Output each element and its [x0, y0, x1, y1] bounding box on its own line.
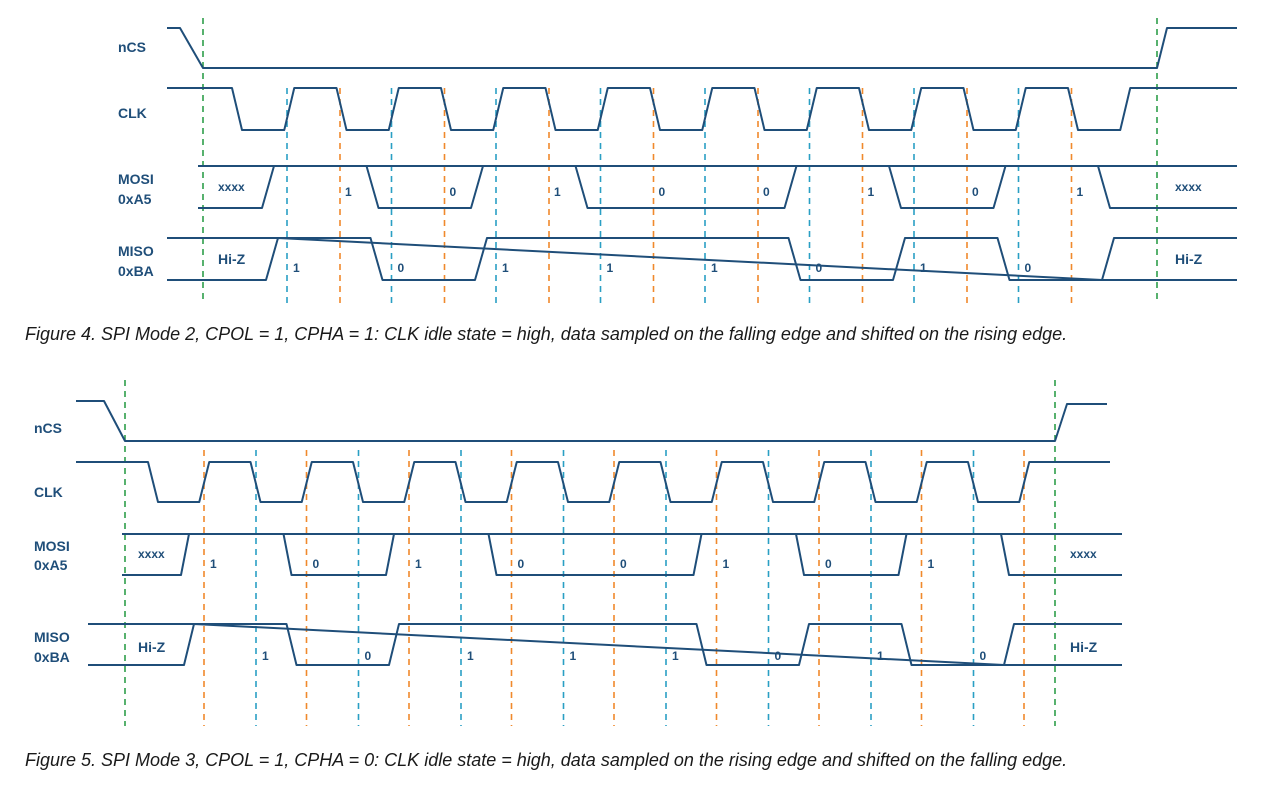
figure4-miso-lower-waveform — [167, 237, 1237, 281]
figure4-miso-bit-4: 1 — [711, 261, 718, 275]
figure4-ncs-label: nCS — [118, 39, 146, 55]
figure4-clk-label: CLK — [118, 105, 147, 121]
figure5-caption: Figure 5. SPI Mode 3, CPOL = 1, CPHA = 0… — [25, 750, 1068, 770]
figure4-mosi-bit-2: 1 — [554, 185, 561, 199]
figure4-miso-label: MISO — [118, 243, 154, 259]
figure5-clk-label: CLK — [34, 484, 63, 500]
figure5-miso-bit-4: 1 — [672, 649, 679, 663]
figure4-miso-bit-3: 1 — [607, 261, 614, 275]
figure5-miso-bit-labels: 1 0 1 1 1 0 1 0 — [262, 649, 987, 663]
figure4-miso-bit-7: 0 — [1025, 261, 1032, 275]
figure5-mosi-bit-0: 1 — [210, 557, 217, 571]
figure4-mosi-bit-labels: 1 0 1 0 0 1 0 1 — [345, 185, 1084, 199]
figure4-miso-bit-5: 0 — [816, 261, 823, 275]
figure4-miso-bit-1: 0 — [398, 261, 405, 275]
figure5-miso-bit-6: 1 — [877, 649, 884, 663]
figure4-mosi-value: 0xA5 — [118, 191, 152, 207]
figure5-mosi-bit-3: 0 — [518, 557, 525, 571]
figure4-markers — [202, 18, 1158, 304]
figure5-ncs-label: nCS — [34, 420, 62, 436]
figure5-mosi-end: xxxx — [1070, 547, 1097, 561]
figure5-miso-idle: Hi-Z — [138, 639, 166, 655]
figure5-miso-bit-1: 0 — [365, 649, 372, 663]
figure5-mosi-bit-5: 1 — [723, 557, 730, 571]
figure5-miso-value: 0xBA — [34, 649, 70, 665]
figure5-miso-upper-waveform — [88, 623, 1122, 666]
figure4-miso-bit-labels: 1 0 1 1 1 0 1 0 — [293, 261, 1032, 275]
figure4-mosi-label: MOSI — [118, 171, 154, 187]
figure4-mosi-bit-5: 1 — [868, 185, 875, 199]
figure5-miso-bit-5: 0 — [775, 649, 782, 663]
figure5-clk-waveform — [76, 461, 1110, 503]
figure4-mosi-lower-waveform — [198, 165, 1237, 209]
figure5-mosi-bit-labels: 1 0 1 0 0 1 0 1 — [210, 557, 935, 571]
figure5-diagram: nCS CLK MOSI 0xA5 MISO 0xBA xxxx xxxx Hi… — [34, 380, 1122, 726]
figure5-miso-bit-7: 0 — [980, 649, 987, 663]
figure4-mosi-bit-7: 1 — [1077, 185, 1084, 199]
figure5-miso-end: Hi-Z — [1070, 639, 1098, 655]
figure4-mosi-bit-6: 0 — [972, 185, 979, 199]
figure5-mosi-label: MOSI — [34, 538, 70, 554]
figure4-clk-waveform — [167, 87, 1237, 131]
figure5-markers — [124, 380, 1056, 726]
figure4-miso-bit-0: 1 — [293, 261, 300, 275]
figure4-mosi-bit-4: 0 — [763, 185, 770, 199]
figure5-mosi-bit-4: 0 — [620, 557, 627, 571]
figure5-mosi-idle: xxxx — [138, 547, 165, 561]
figure4-miso-end: Hi-Z — [1175, 251, 1203, 267]
figure5-ncs-waveform — [76, 400, 1107, 442]
figure5-miso-bit-0: 1 — [262, 649, 269, 663]
figure4-miso-bit-6: 1 — [920, 261, 927, 275]
figure4-mosi-idle: xxxx — [218, 180, 245, 194]
figure5-mosi-lower-waveform — [122, 533, 1122, 576]
figure5-mosi-bit-6: 0 — [825, 557, 832, 571]
figure4-mosi-bit-0: 1 — [345, 185, 352, 199]
figure4-miso-value: 0xBA — [118, 263, 154, 279]
figure4-mosi-bit-3: 0 — [659, 185, 666, 199]
figure4-miso-idle: Hi-Z — [218, 251, 246, 267]
figure4-miso-bit-2: 1 — [502, 261, 509, 275]
figure4-caption: Figure 4. SPI Mode 2, CPOL = 1, CPHA = 1… — [25, 324, 1068, 344]
figure5-mosi-bit-7: 1 — [928, 557, 935, 571]
figure5-miso-bit-2: 1 — [467, 649, 474, 663]
figure5-mosi-bit-2: 1 — [415, 557, 422, 571]
figure4-mosi-bit-1: 0 — [450, 185, 457, 199]
figure4-diagram: nCS CLK MOSI 0xA5 MISO 0xBA xxxx xxxx Hi… — [118, 18, 1237, 304]
figure5-mosi-bit-1: 0 — [313, 557, 320, 571]
figure5-miso-label: MISO — [34, 629, 70, 645]
figure4-ncs-waveform — [167, 27, 1237, 69]
figure4-miso-upper-waveform — [167, 237, 1237, 281]
figure5-miso-lower-waveform — [88, 623, 1122, 666]
figure5-miso-bit-3: 1 — [570, 649, 577, 663]
figure5-mosi-value: 0xA5 — [34, 557, 68, 573]
figure4-mosi-end: xxxx — [1175, 180, 1202, 194]
